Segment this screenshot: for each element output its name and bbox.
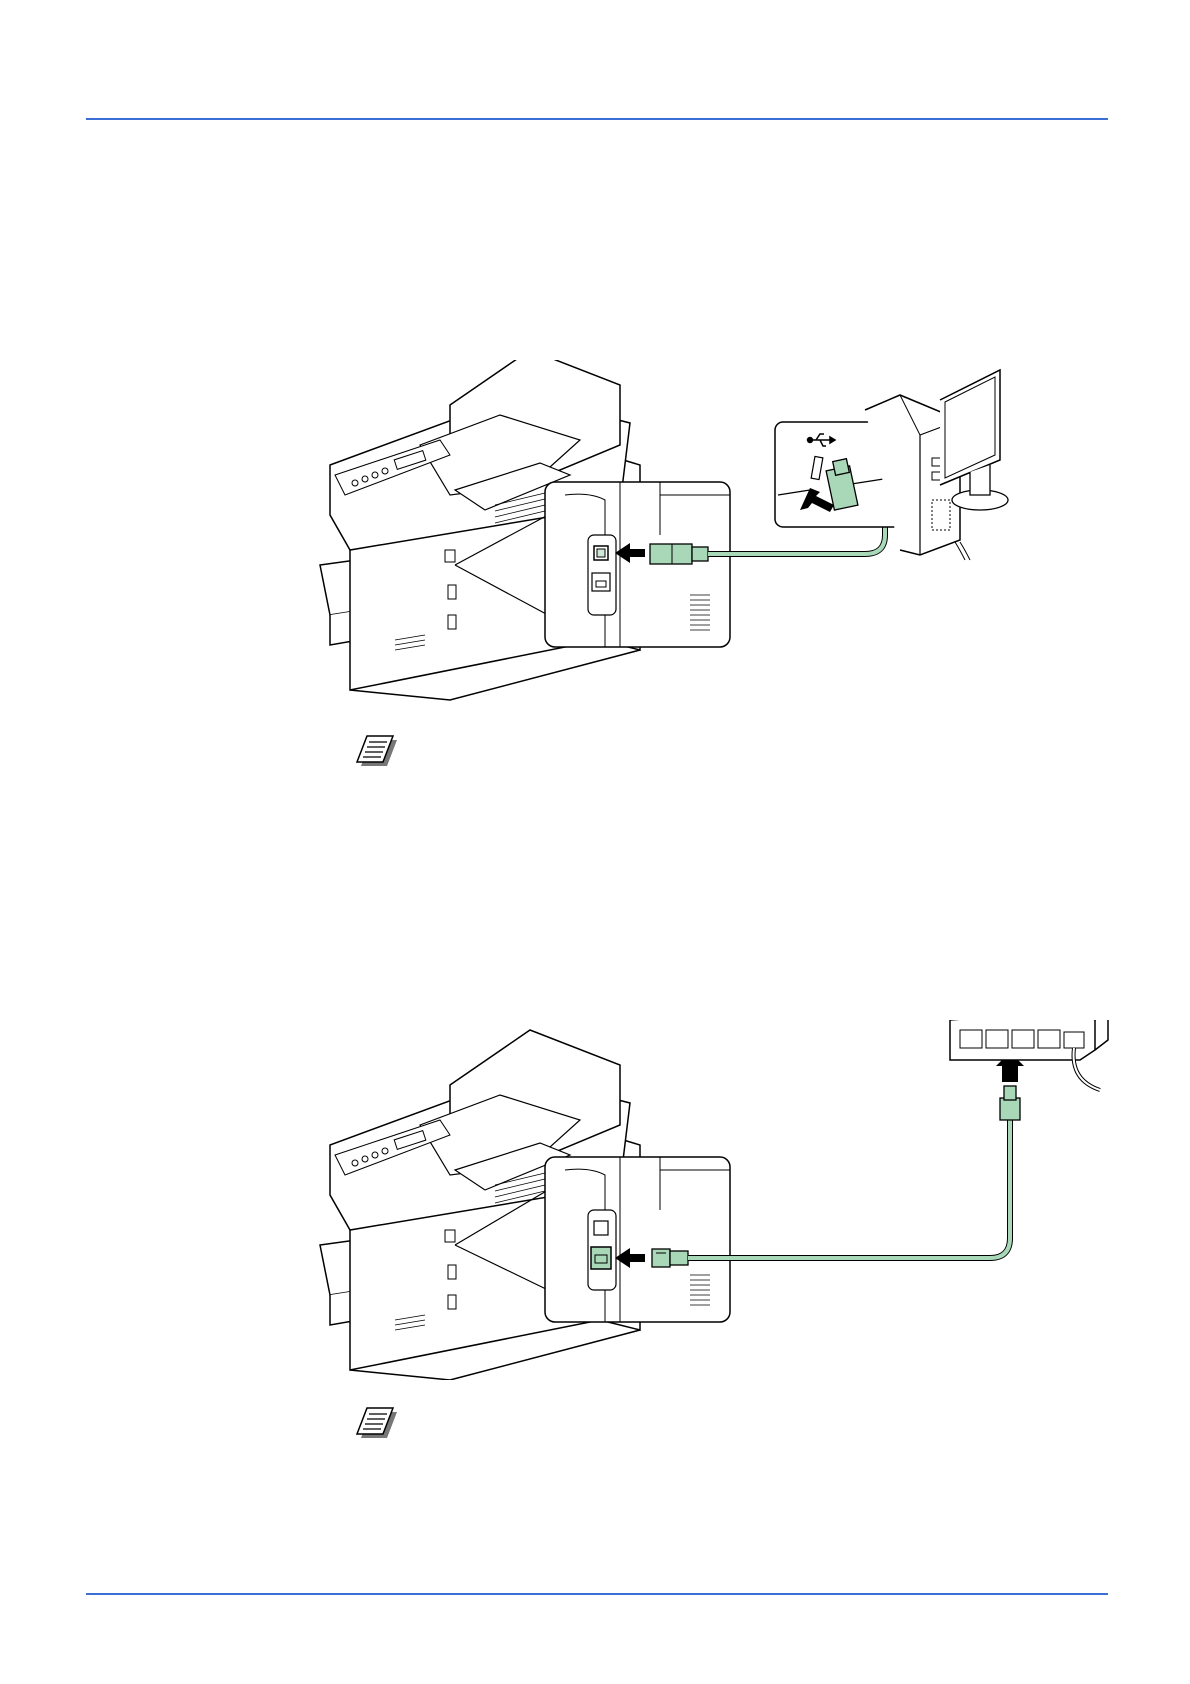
usb-connection-figure	[300, 360, 1120, 720]
note-icon	[349, 1404, 401, 1444]
note-icon	[349, 732, 401, 772]
hub-icon	[950, 1020, 1108, 1090]
footer-rule	[86, 1593, 1108, 1595]
header-rule	[86, 118, 1108, 120]
network-connection-figure	[300, 1020, 1120, 1380]
